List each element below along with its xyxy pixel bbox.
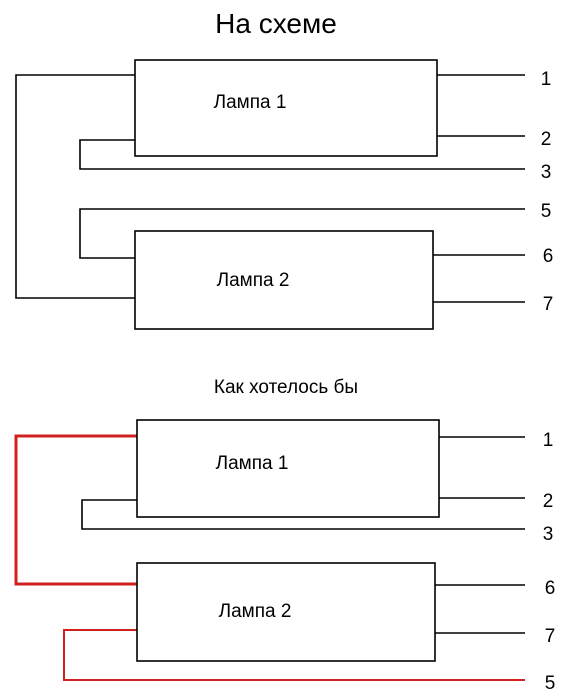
bottom-lamp-1-box xyxy=(136,419,440,518)
bottom-red-wire-lamp1-to-lamp2 xyxy=(14,434,137,586)
top-wire-lamp1-left-to-lamp2-left xyxy=(15,74,135,299)
top-terminal-5-label: 5 xyxy=(541,201,552,222)
top-title: На схеме xyxy=(215,8,337,39)
bottom-terminal-1-label: 1 xyxy=(543,430,554,451)
top-terminal-1-label: 1 xyxy=(541,69,552,90)
bottom-terminal-2-label: 2 xyxy=(543,491,554,512)
bottom-title: Как хотелось бы xyxy=(214,377,358,398)
top-terminal-2-label: 2 xyxy=(541,129,552,150)
top-terminal-6-label: 6 xyxy=(543,246,554,267)
bottom-terminal-3-label: 3 xyxy=(543,524,554,545)
bottom-lamp-1-label: Лампа 1 xyxy=(216,453,289,474)
bottom-terminal-5-label: 5 xyxy=(545,673,556,694)
bottom-terminal-6-label: 6 xyxy=(545,578,556,599)
bottom-terminal-7-label: 7 xyxy=(545,626,556,647)
top-terminal-3-label: 3 xyxy=(541,162,552,183)
bottom-wire-lamp1-to-terminal-3 xyxy=(81,499,525,530)
top-lamp-1-label: Лампа 1 xyxy=(214,92,287,113)
bottom-red-wire-lamp2-to-terminal-5 xyxy=(63,629,525,681)
top-terminal-7-label: 7 xyxy=(543,294,554,315)
top-lamp-2-label: Лампа 2 xyxy=(217,270,290,291)
top-lamp-2-box xyxy=(134,230,434,330)
top-wire-lamp1-to-terminal-3 xyxy=(79,139,525,170)
top-lamp-1-box xyxy=(134,59,438,157)
bottom-lamp-2-box xyxy=(136,562,436,662)
top-wire-terminal-5-to-lamp2 xyxy=(79,208,525,259)
bottom-lamp-2-label: Лампа 2 xyxy=(219,601,292,622)
